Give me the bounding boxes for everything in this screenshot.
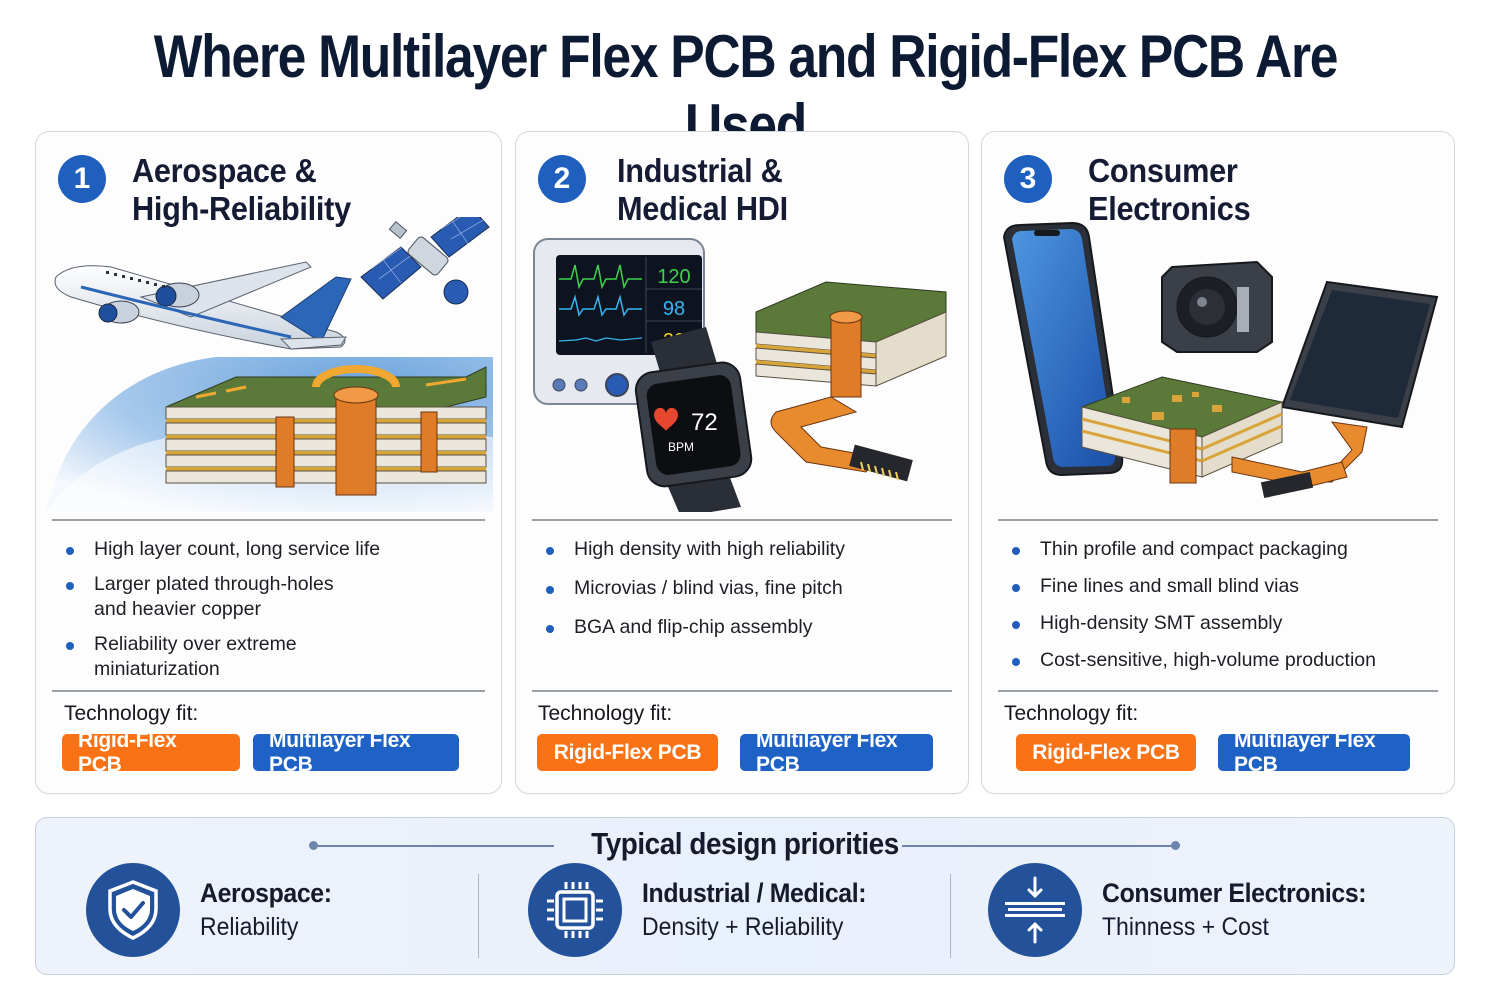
consumer-illustration <box>992 217 1444 512</box>
decorative-dot <box>309 841 318 850</box>
card-title-line1: Industrial & <box>617 152 783 189</box>
decorative-line <box>902 845 1174 847</box>
card-title-line2: Electronics <box>1088 190 1251 227</box>
technology-fit-label: Technology fit: <box>1004 702 1139 725</box>
divider <box>52 519 485 521</box>
priority-value: Density + Reliability <box>642 913 844 941</box>
display-module-icon <box>1280 280 1439 483</box>
feature-item: Fine lines and small blind vias <box>1010 574 1438 599</box>
smartwatch-icon: 72 BPM <box>634 327 753 517</box>
separator <box>950 874 951 958</box>
priority-industrial-medical: Industrial / Medical: Density + Reliabil… <box>528 862 886 958</box>
card-title: Aerospace & High-Reliability <box>132 152 351 228</box>
chip-icon <box>528 863 622 957</box>
divider <box>998 690 1438 692</box>
card-title-line2: Medical HDI <box>617 190 788 227</box>
priorities-title: Typical design priorities <box>591 826 899 861</box>
card-title-line2: High-Reliability <box>132 190 351 227</box>
decorative-dot <box>1171 841 1180 850</box>
technology-tags: Rigid-Flex PCB Multilayer Flex PCB <box>1016 729 1410 776</box>
aerospace-illustration <box>46 204 493 512</box>
decorative-line <box>314 845 554 847</box>
feature-item: Reliability over extreme miniaturization <box>64 632 324 682</box>
card-title-line1: Aerospace & <box>132 152 317 189</box>
svg-text:120: 120 <box>657 266 690 288</box>
feature-item: Larger plated through-holes and heavier … <box>64 572 344 622</box>
card-consumer-electronics: 3 Consumer Electronics <box>981 131 1455 794</box>
divider <box>532 690 952 692</box>
divider <box>998 519 1438 521</box>
page-title: Where Multilayer Flex PCB and Rigid-Flex… <box>153 23 1339 159</box>
svg-text:BPM: BPM <box>668 440 694 454</box>
satellite-icon <box>360 204 490 305</box>
priority-value: Thinness + Cost <box>1102 913 1269 941</box>
number-badge: 2 <box>538 155 586 203</box>
priority-aerospace: Aerospace: Reliability <box>86 862 343 958</box>
feature-item: Microvias / blind vias, fine pitch <box>544 576 952 601</box>
feature-list: High density with high reliability Micro… <box>544 537 952 654</box>
feature-item: BGA and flip-chip assembly <box>544 615 952 640</box>
number-badge: 1 <box>58 155 106 203</box>
svg-text:72: 72 <box>691 409 718 436</box>
technology-tags: Rigid-Flex PCB Multilayer Flex PCB <box>537 729 933 776</box>
feature-item: Thin profile and compact packaging <box>1010 537 1438 562</box>
priority-heading: Industrial / Medical: <box>642 878 867 908</box>
feature-item: High layer count, long service life <box>64 537 485 562</box>
card-aerospace: 1 Aerospace & High-Reliability <box>35 131 502 794</box>
tag-multilayer-flex-pcb[interactable]: Multilayer Flex PCB <box>1218 729 1410 776</box>
pcb-cross-section-icon <box>165 365 487 496</box>
airplane-icon <box>54 261 352 350</box>
priority-heading: Aerospace: <box>200 878 332 908</box>
tag-multilayer-flex-pcb[interactable]: Multilayer Flex PCB <box>740 729 933 776</box>
priority-value: Reliability <box>200 913 299 941</box>
feature-item: Cost-sensitive, high-volume production <box>1010 648 1438 673</box>
priority-consumer-electronics: Consumer Electronics: Thinness + Cost <box>988 862 1389 958</box>
card-title-line1: Consumer <box>1088 152 1238 189</box>
feature-item: High-density SMT assembly <box>1010 611 1438 636</box>
tag-rigid-flex-pcb[interactable]: Rigid-Flex PCB <box>537 734 718 771</box>
number-badge: 3 <box>1004 155 1052 203</box>
card-industrial-medical: 2 Industrial & Medical HDI 120 98 20 <box>515 131 969 794</box>
feature-list: High layer count, long service life Larg… <box>64 537 485 692</box>
feature-item: High density with high reliability <box>544 537 952 562</box>
card-title: Consumer Electronics <box>1088 152 1251 228</box>
separator <box>478 874 479 958</box>
camera-module-icon <box>1161 260 1273 353</box>
rigid-flex-pcb-icon <box>755 281 947 482</box>
technology-fit-label: Technology fit: <box>538 702 673 725</box>
card-title: Industrial & Medical HDI <box>617 152 788 228</box>
technology-fit-label: Technology fit: <box>64 702 199 725</box>
divider <box>532 519 952 521</box>
compress-layers-icon <box>988 863 1082 957</box>
feature-list: Thin profile and compact packaging Fine … <box>1010 537 1438 685</box>
priority-heading: Consumer Electronics: <box>1102 878 1367 908</box>
tag-rigid-flex-pcb[interactable]: Rigid-Flex PCB <box>1016 734 1196 771</box>
technology-tags: Rigid-Flex PCB Multilayer Flex PCB <box>62 729 459 776</box>
divider <box>52 690 485 692</box>
design-priorities-panel: Typical design priorities Aerospace: Rel… <box>35 817 1455 975</box>
tag-multilayer-flex-pcb[interactable]: Multilayer Flex PCB <box>253 729 459 776</box>
tag-rigid-flex-pcb[interactable]: Rigid-Flex PCB <box>62 729 240 776</box>
rigid-flex-pcb-icon <box>1080 376 1348 499</box>
medical-illustration: 120 98 20 72 BPM <box>526 217 958 517</box>
shield-check-icon <box>86 863 180 957</box>
svg-text:98: 98 <box>663 298 685 320</box>
